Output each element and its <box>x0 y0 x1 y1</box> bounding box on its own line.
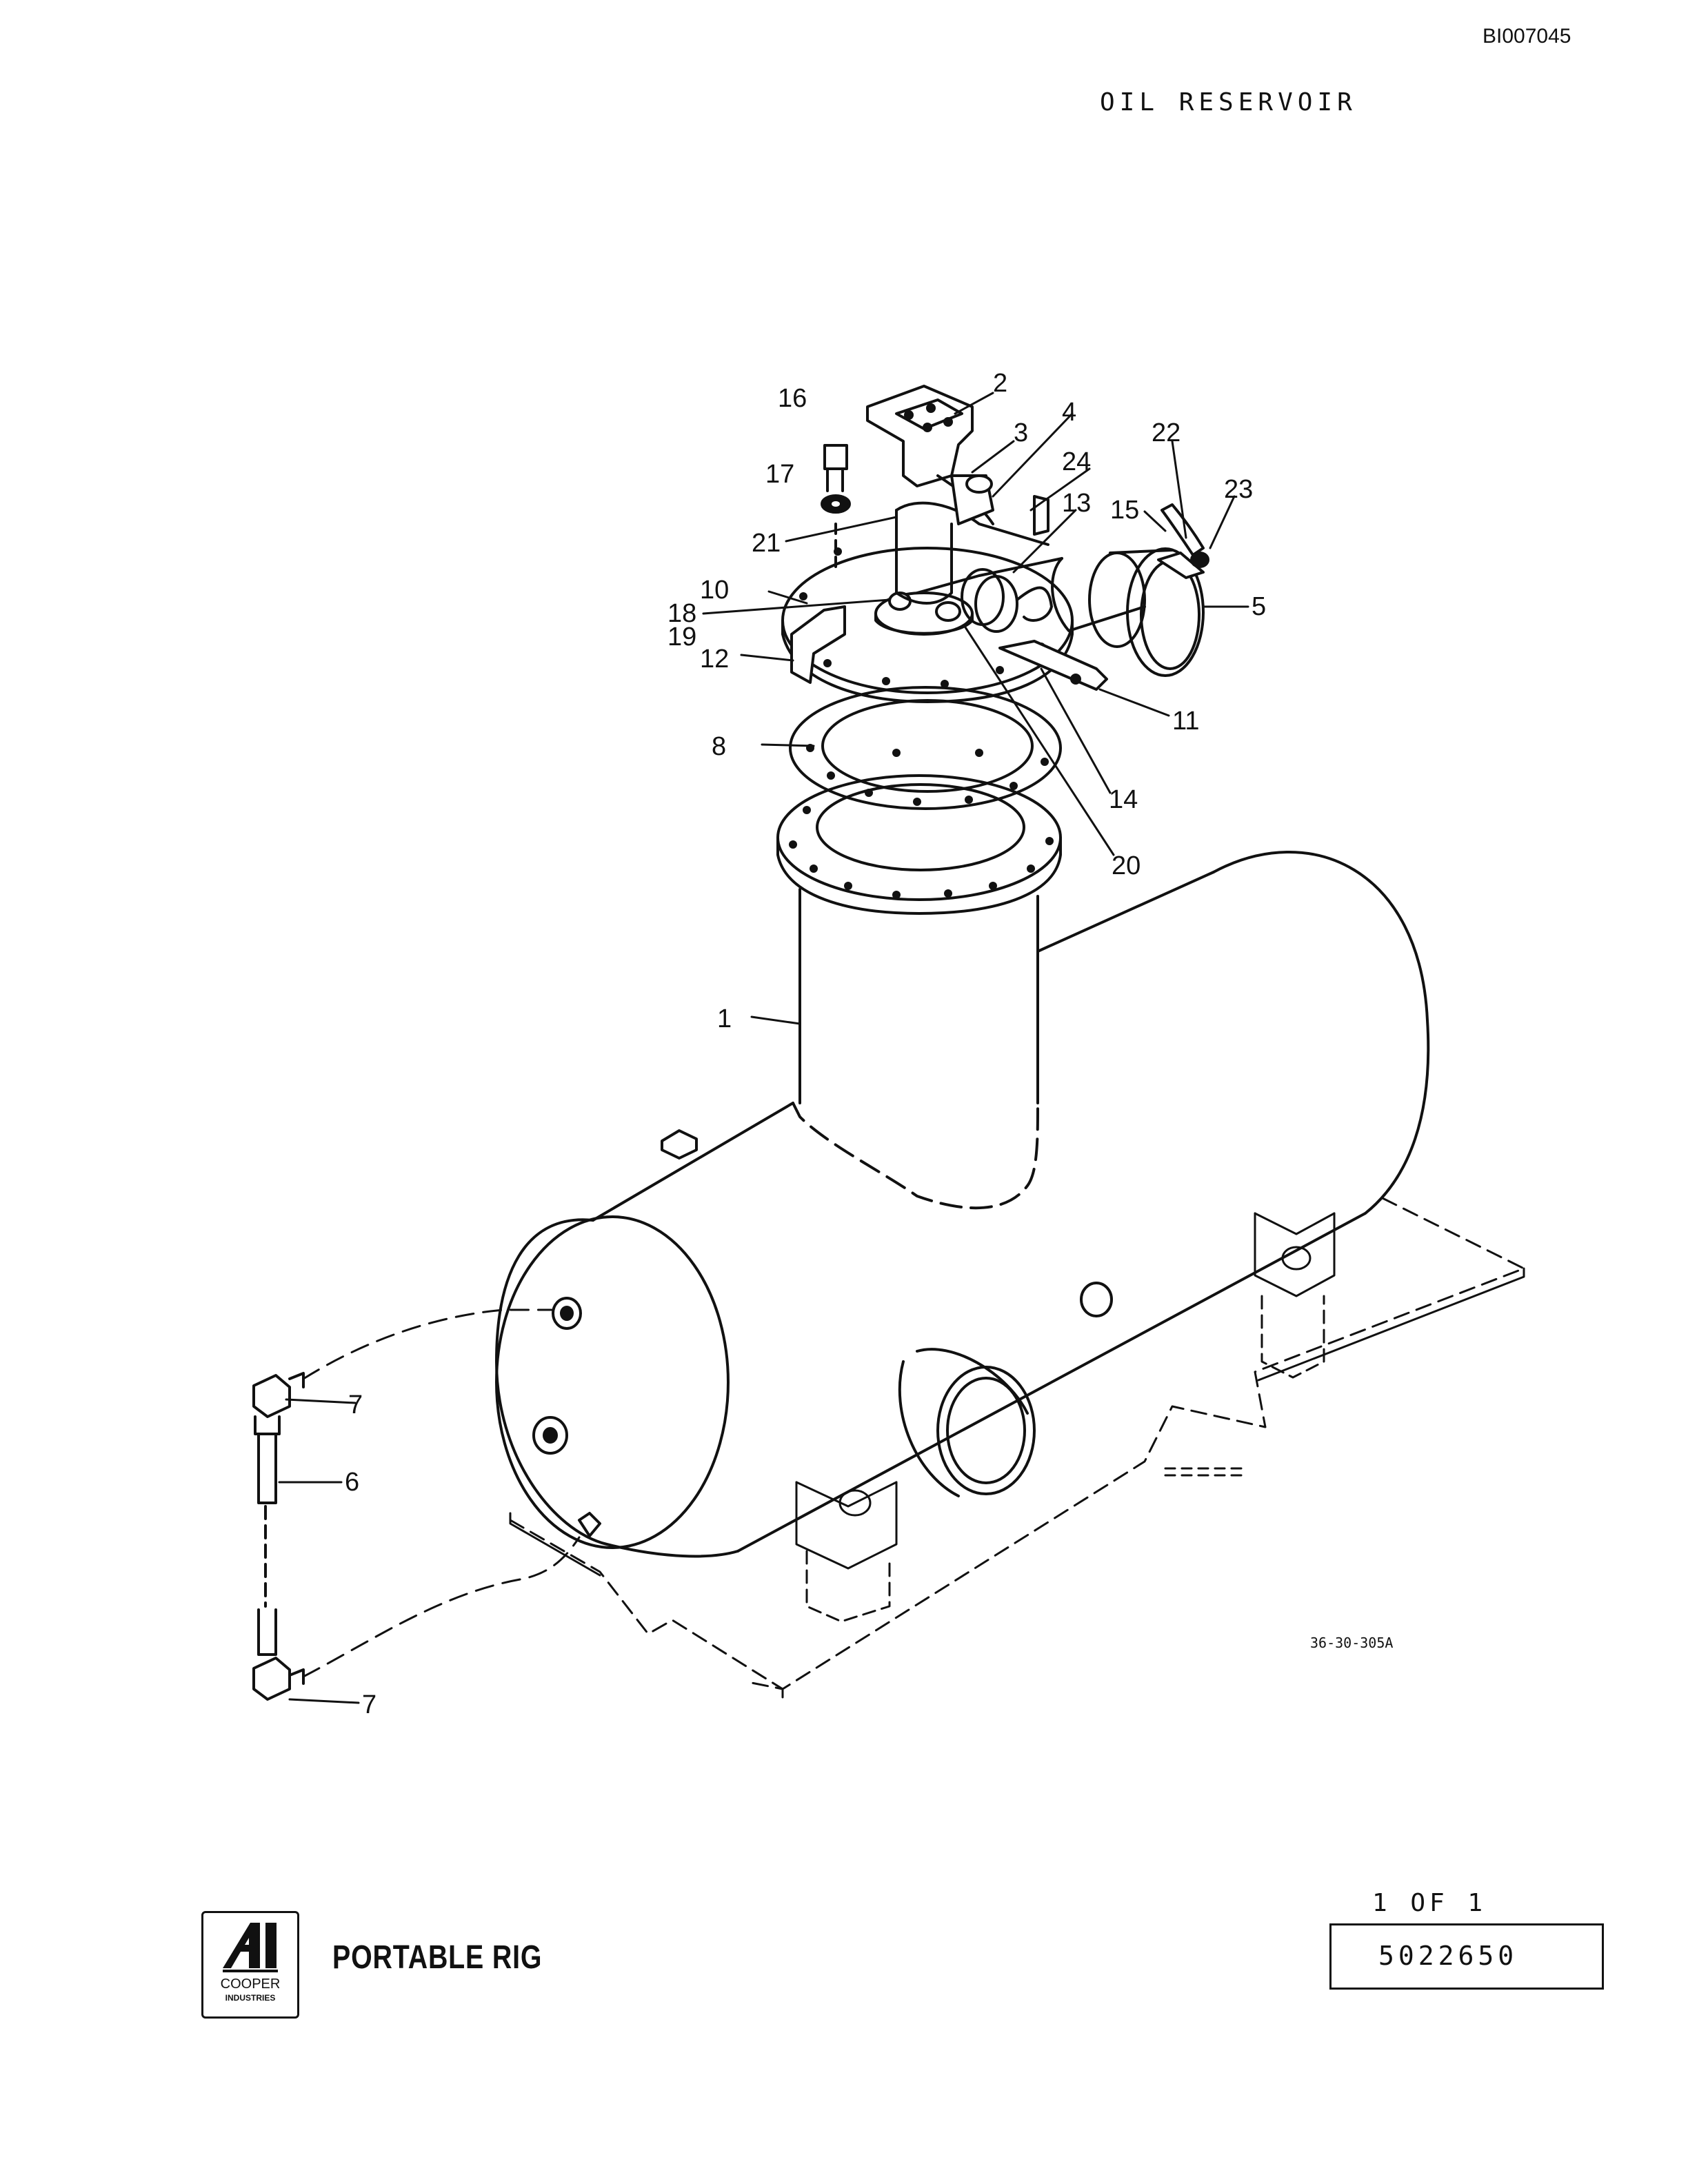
callout-15: 15 <box>1110 496 1139 525</box>
sight-gauge <box>252 1308 581 1701</box>
callout-18: 18 <box>667 599 696 628</box>
callout-20: 20 <box>1112 851 1141 880</box>
callout-3: 3 <box>1014 418 1028 447</box>
callout-7-lower: 7 <box>362 1690 376 1719</box>
callout-7-upper: 7 <box>348 1391 363 1419</box>
callout-13: 13 <box>1062 489 1091 518</box>
callout-11: 11 <box>1172 707 1199 736</box>
callout-2: 2 <box>993 369 1007 398</box>
reservoir-tank <box>495 851 1430 1558</box>
callouts: 1 2 3 4 5 6 7 7 8 10 11 12 13 14 15 16 1… <box>345 369 1266 1719</box>
mounting-foot-rear <box>1254 1212 1336 1379</box>
logo-mark-icon <box>223 1923 278 1972</box>
callout-23: 23 <box>1224 475 1253 504</box>
callout-22: 22 <box>1152 418 1180 447</box>
drawing-title: OIL RESERVOIR <box>1100 88 1357 117</box>
callout-16: 16 <box>778 384 807 413</box>
callout-17: 17 <box>765 460 794 489</box>
callout-10: 10 <box>700 576 729 605</box>
callout-8: 8 <box>712 732 726 761</box>
gasket <box>789 686 1062 810</box>
logo-text-cooper: COOPER <box>220 1976 281 1992</box>
company-logo: COOPER INDUSTRIES <box>201 1911 299 2019</box>
skid-base <box>509 1197 1525 1699</box>
product-name: PORTABLE RIG <box>332 1939 543 1976</box>
callout-21: 21 <box>752 529 781 558</box>
leader-lines <box>278 392 1249 1704</box>
lower-flange <box>776 774 1062 915</box>
logo-text-industries: INDUSTRIES <box>225 1993 276 2003</box>
sheet-number: 1 OF 1 <box>1372 1889 1487 1917</box>
callout-24: 24 <box>1062 447 1091 476</box>
callout-1: 1 <box>717 1004 732 1033</box>
part-number-box: 5022650 <box>1329 1923 1604 1990</box>
drawing-reference: 36-30-305A <box>1310 1635 1393 1651</box>
callout-5: 5 <box>1252 592 1266 621</box>
vertical-column <box>798 888 1039 1104</box>
callout-14: 14 <box>1109 785 1138 814</box>
mounting-foot-front <box>795 1481 898 1623</box>
callout-12: 12 <box>700 645 729 674</box>
top-cover-flange <box>781 547 1108 703</box>
callout-19: 19 <box>667 623 696 651</box>
callout-6: 6 <box>345 1468 359 1497</box>
document-id: BI007045 <box>1483 25 1571 48</box>
valve-assembly <box>821 385 1209 677</box>
part-number: 5022650 <box>1378 1941 1518 1971</box>
callout-4: 4 <box>1062 398 1076 427</box>
